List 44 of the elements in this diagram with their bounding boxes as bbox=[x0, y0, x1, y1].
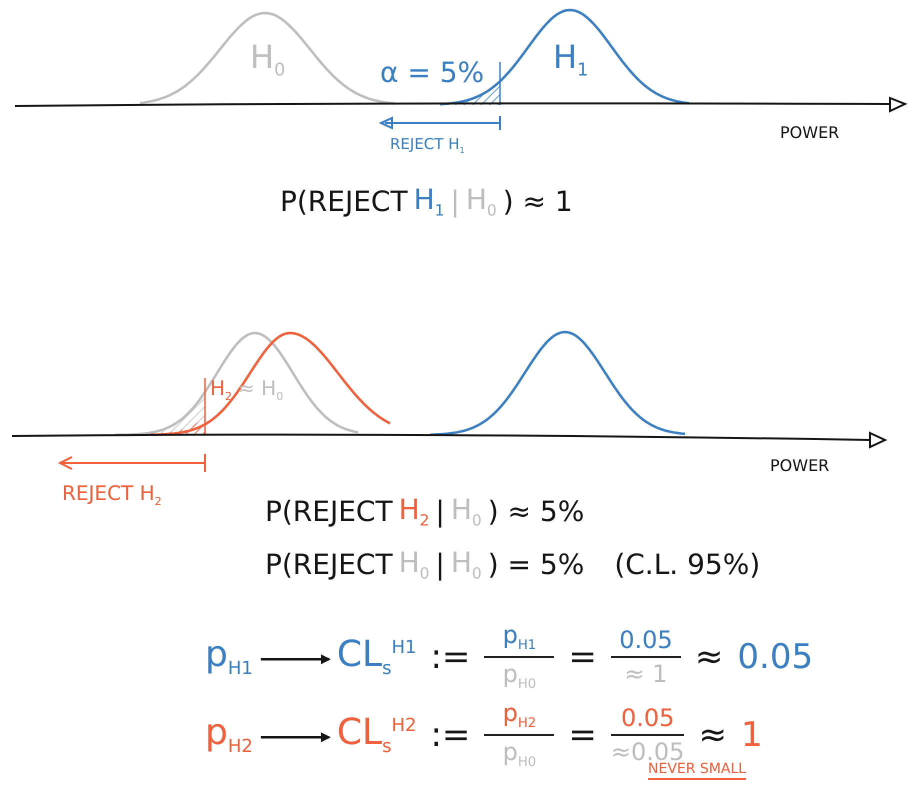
arrow bbox=[260, 654, 331, 664]
formula-text: ≈ bbox=[694, 638, 724, 676]
formula-text: H$_{0}$ bbox=[398, 548, 430, 583]
formula-text: = bbox=[568, 716, 597, 754]
hypothesis-label: H$_{0}$ bbox=[250, 40, 286, 81]
formula-text: | bbox=[435, 550, 445, 581]
axis-region-label: REJECT H$_{1}$ bbox=[390, 136, 465, 156]
formula-text: ) ≈ 1 bbox=[502, 186, 573, 218]
formula-text: H$_{0}$ bbox=[466, 185, 497, 220]
axis-label: POWER bbox=[770, 457, 830, 475]
formula-text: 0.05 bbox=[619, 626, 673, 654]
formula-text: P(REJECT bbox=[265, 496, 393, 528]
hypothesis-label: H$_{2}$ bbox=[210, 377, 232, 404]
formula-text: H$_{2}$ bbox=[398, 495, 430, 530]
formula-text: P(REJECT bbox=[265, 550, 393, 581]
formula-text: 0.05 bbox=[737, 638, 814, 676]
formula-text: ≈ 1 bbox=[624, 661, 668, 688]
hypothesis-label: H$_{1}$ bbox=[553, 40, 588, 81]
hypothesis-label: ≈ H$_{0}$ bbox=[238, 377, 284, 404]
formula-text: ) = 5% bbox=[488, 550, 584, 581]
formula-text: ) ≈ 5% bbox=[488, 496, 584, 528]
formula-text: := bbox=[430, 716, 470, 754]
axis-region-label: REJECT H$_{2}$ bbox=[62, 482, 162, 508]
formula-text: α = 5% bbox=[380, 58, 484, 89]
formula-text: p$_{H0}$ bbox=[502, 661, 536, 693]
formula-text: H$_{1}$ bbox=[414, 185, 444, 220]
formula-text: p$_{H2}$ bbox=[502, 700, 536, 732]
formula-text: | bbox=[450, 186, 460, 218]
formula-text: H$_{0}$ bbox=[450, 495, 482, 530]
formula-text: := bbox=[430, 638, 470, 676]
formula-text: H$_{0}$ bbox=[450, 548, 482, 583]
formula-text: = bbox=[568, 638, 597, 676]
formula-text: 0.05 bbox=[620, 704, 674, 732]
axis-label: POWER bbox=[780, 124, 840, 142]
formula-term: p$_{H1}$ bbox=[205, 635, 253, 680]
formula-text: 1 bbox=[740, 716, 763, 754]
formula-text: ≈ bbox=[698, 716, 727, 754]
formula-text: p$_{H1}$ bbox=[502, 622, 536, 654]
formula-text: (C.L. 95%) bbox=[614, 550, 760, 581]
formula-text: P(REJECT bbox=[280, 186, 408, 218]
formula-text: | bbox=[435, 496, 445, 528]
formula-text: p$_{H0}$ bbox=[502, 739, 536, 771]
formula-term: p$_{H2}$ bbox=[205, 713, 253, 758]
arrow bbox=[260, 732, 331, 742]
